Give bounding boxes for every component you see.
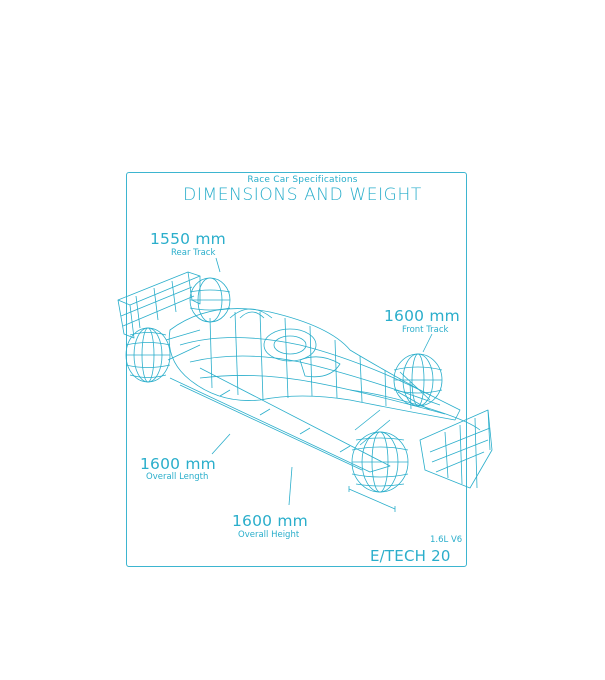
front-track-value: 1600 mm: [384, 307, 460, 325]
spec-title: DIMENSIONS AND WEIGHT: [183, 185, 422, 205]
overall-length-value: 1600 mm: [140, 455, 216, 473]
spec-subtitle: Race Car Specifications: [247, 175, 358, 185]
engine-spec: 1.6L V6: [430, 535, 463, 545]
front-track-label: Front Track: [402, 325, 449, 335]
rear-track-value: 1550 mm: [150, 230, 226, 248]
overall-height-value: 1600 mm: [232, 512, 308, 530]
brand-logo: E/TECH 20: [370, 547, 451, 565]
overall-height-label: Overall Height: [238, 530, 300, 540]
overall-length-label: Overall Length: [146, 472, 209, 482]
rear-track-label: Rear Track: [171, 248, 216, 258]
